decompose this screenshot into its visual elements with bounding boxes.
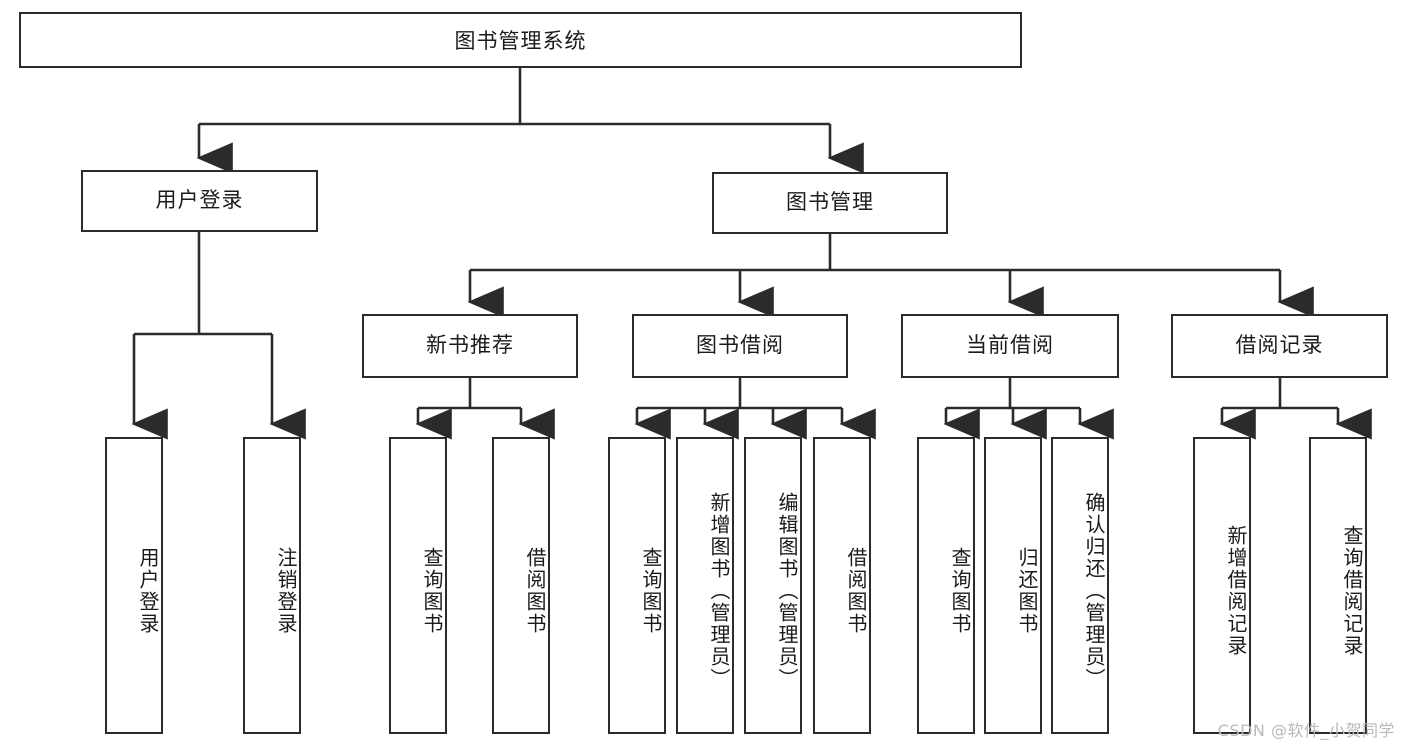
leaf-borrow-add-book[interactable]: 新增图书（管理员） <box>676 437 734 734</box>
leaf-borrow-query-book[interactable]: 查询图书 <box>608 437 666 734</box>
leaf-user-login[interactable]: 用户登录 <box>105 437 163 734</box>
leaf-record-add-record[interactable]: 新增借阅记录 <box>1193 437 1251 734</box>
node-label: 新书推荐 <box>426 333 514 358</box>
node-label: 编辑图书（管理员） <box>775 491 799 690</box>
node-label: 借阅图书 <box>844 546 868 635</box>
node-label: 图书管理系统 <box>454 29 587 53</box>
node-label: 归还图书 <box>1015 546 1039 635</box>
leaf-borrow-borrow-book[interactable]: 借阅图书 <box>813 437 871 734</box>
node-label: 查询图书 <box>948 546 972 635</box>
node-root-system[interactable]: 图书管理系统 <box>19 12 1022 68</box>
node-label: 确认归还（管理员） <box>1082 491 1106 690</box>
node-new-book-recommend[interactable]: 新书推荐 <box>362 314 578 378</box>
leaf-borrow-edit-book[interactable]: 编辑图书（管理员） <box>744 437 802 734</box>
leaf-current-query-book[interactable]: 查询图书 <box>917 437 975 734</box>
leaf-recommend-borrow-book[interactable]: 借阅图书 <box>492 437 550 734</box>
node-label: 查询图书 <box>639 546 663 635</box>
node-borrow-record[interactable]: 借阅记录 <box>1171 314 1388 378</box>
node-label: 查询借阅记录 <box>1340 524 1364 657</box>
node-label: 图书借阅 <box>696 333 784 358</box>
node-label: 当前借阅 <box>966 333 1054 358</box>
csdn-watermark: CSDN @软件_小贺同学 <box>1217 721 1395 740</box>
node-user-login[interactable]: 用户登录 <box>81 170 318 232</box>
node-label: 注销登录 <box>274 546 298 635</box>
leaf-current-return-book[interactable]: 归还图书 <box>984 437 1042 734</box>
node-label: 查询图书 <box>420 546 444 635</box>
leaf-recommend-query-book[interactable]: 查询图书 <box>389 437 447 734</box>
node-label: 借阅图书 <box>523 546 547 635</box>
node-label: 用户登录 <box>136 546 160 635</box>
node-book-management[interactable]: 图书管理 <box>712 172 948 234</box>
leaf-record-query-record[interactable]: 查询借阅记录 <box>1309 437 1367 734</box>
leaf-current-confirm-return[interactable]: 确认归还（管理员） <box>1051 437 1109 734</box>
node-current-borrow[interactable]: 当前借阅 <box>901 314 1119 378</box>
leaf-user-logout[interactable]: 注销登录 <box>243 437 301 734</box>
node-label: 新增借阅记录 <box>1224 524 1248 657</box>
node-label: 新增图书（管理员） <box>707 491 731 690</box>
node-label: 图书管理 <box>786 190 874 215</box>
node-label: 借阅记录 <box>1235 333 1324 358</box>
node-label: 用户登录 <box>155 188 244 213</box>
node-book-borrow[interactable]: 图书借阅 <box>632 314 848 378</box>
